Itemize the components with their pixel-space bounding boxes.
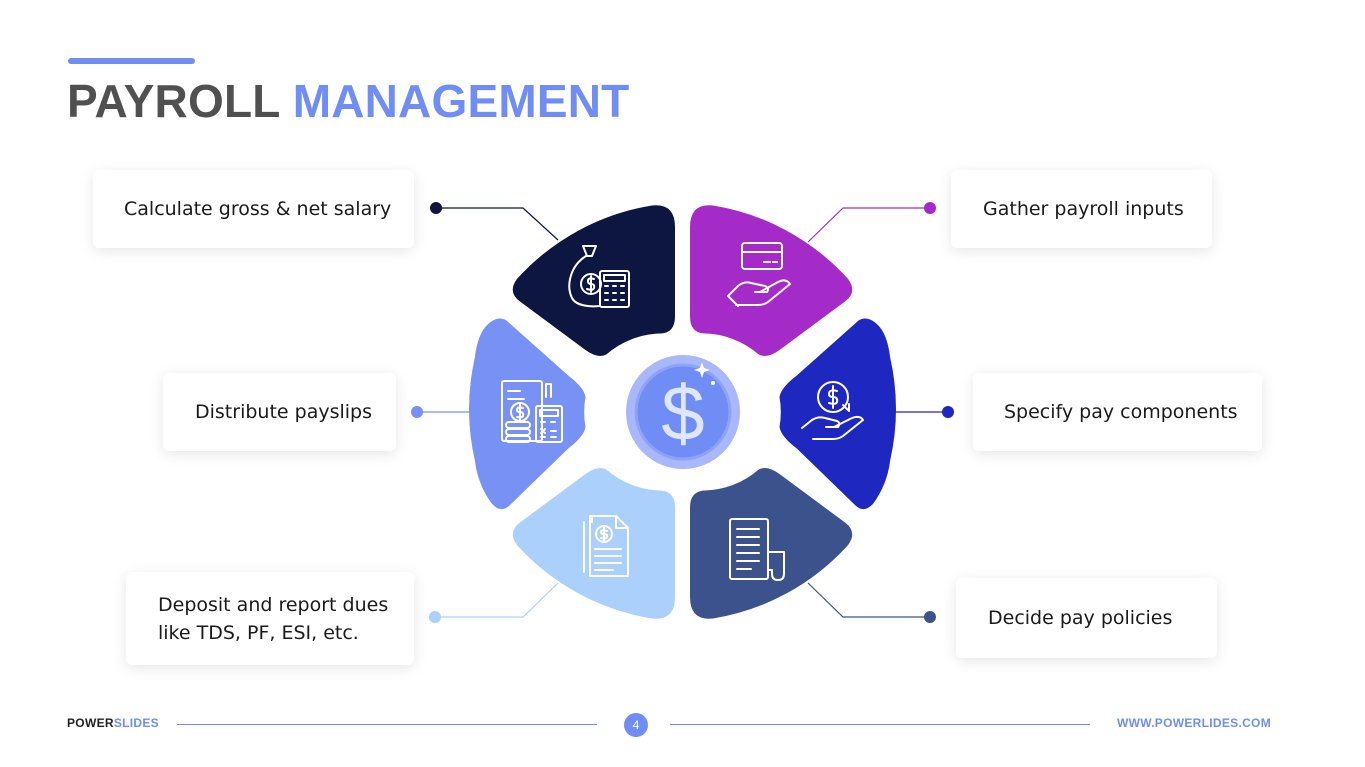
hand-coin-icon (801, 381, 864, 440)
dot-specify (942, 406, 954, 418)
documents-coins-calculator-icon (501, 380, 563, 443)
dot-decide (924, 611, 936, 623)
step-label-specify: Specify pay components (1004, 401, 1238, 423)
footer-line-right (670, 724, 1090, 725)
title-accent-bar (68, 58, 195, 64)
title-word-management: MANAGEMENT (292, 75, 630, 127)
segment-decide (690, 468, 853, 619)
step-label-calculate: Calculate gross & net salary (124, 198, 392, 220)
dot-distribute (411, 406, 423, 418)
page-title: PAYROLL MANAGEMENT (67, 74, 629, 128)
page-number-badge: 4 (624, 713, 648, 737)
step-card-calculate: Calculate gross & net salary (93, 170, 414, 248)
segment-calculate (512, 205, 675, 356)
dollar-coin-icon: $ (626, 355, 740, 469)
step-card-decide: Decide pay policies (956, 578, 1217, 658)
step-label-decide: Decide pay policies (988, 607, 1173, 629)
footer-brand-logo: POWERSLIDES (67, 716, 159, 730)
step-card-distribute: Distribute payslips (163, 373, 396, 451)
connectors (417, 207, 948, 618)
segment-distribute (469, 318, 586, 510)
footer-url[interactable]: WWW.POWERLIDES.COM (1116, 716, 1271, 730)
dot-deposit (429, 611, 441, 623)
connector-gather (807, 207, 930, 243)
step-label-gather: Gather payroll inputs (983, 198, 1184, 220)
step-card-deposit: Deposit and report dues like TDS, PF, ES… (126, 572, 414, 665)
hand-card-icon (727, 242, 791, 307)
step-label-distribute: Distribute payslips (195, 401, 372, 423)
dollar-document-icon (583, 515, 629, 577)
step-label-deposit: Deposit and report dues like TDS, PF, ES… (158, 593, 389, 644)
segment-gather (690, 205, 853, 356)
dot-calculate (430, 202, 442, 214)
connector-deposit (435, 582, 559, 618)
footer-brand-slides: SLIDES (113, 716, 159, 730)
connector-calculate (436, 207, 559, 241)
paper-scroll-icon (729, 518, 785, 581)
footer-brand-power: POWER (67, 716, 114, 730)
svg-text:$: $ (661, 369, 704, 457)
money-bag-calculator-icon (568, 245, 630, 308)
segment-specify (779, 318, 896, 510)
footer-line-left (177, 724, 597, 725)
title-word-payroll: PAYROLL (67, 75, 280, 127)
step-card-specify: Specify pay components (973, 373, 1262, 451)
segment-deposit (512, 468, 675, 619)
connector-decide (807, 582, 930, 618)
dot-gather (924, 202, 936, 214)
step-card-gather: Gather payroll inputs (951, 170, 1212, 248)
